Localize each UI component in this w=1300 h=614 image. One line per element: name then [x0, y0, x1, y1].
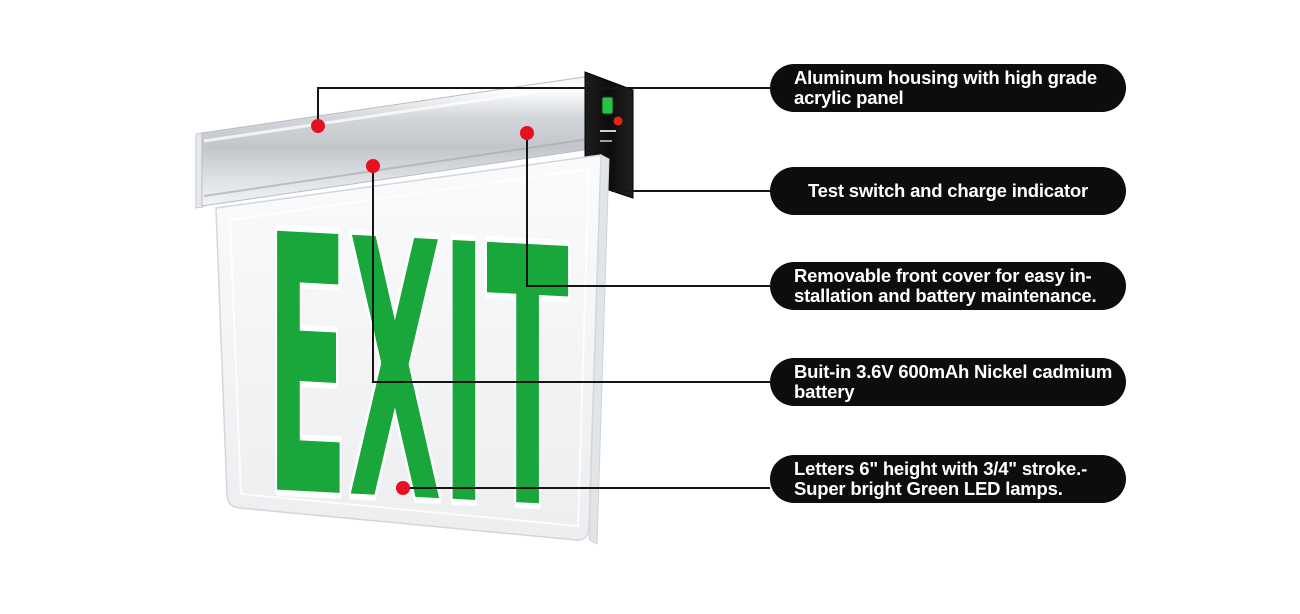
- callout-text-line: acrylic panel: [794, 87, 904, 108]
- callout-line-battery: [372, 166, 770, 383]
- panel-inner-bevel: [228, 167, 591, 528]
- callout-dot-front-cover: [520, 126, 534, 140]
- callout-pill-test-switch: Test switch and charge indicator: [770, 167, 1126, 215]
- housing-end-face: [195, 132, 204, 209]
- callout-text-line: Super bright Green LED lamps.: [794, 478, 1063, 499]
- callout-pill-letters: Letters 6" height with 3/4" stroke.- Sup…: [770, 455, 1126, 503]
- callout-text-line: battery: [794, 381, 855, 402]
- callout-line-front-cover: [526, 133, 770, 287]
- callout-text-line: stallation and battery maintenance.: [794, 285, 1097, 306]
- callout-text-line: Buit-in 3.6V 600mAh Nickel cadmium: [794, 361, 1113, 382]
- callout-pill-front-cover: Removable front cover for easy in- stall…: [770, 262, 1126, 310]
- callout-dot-housing: [311, 119, 325, 133]
- charge-indicator-led: [613, 116, 623, 126]
- callout-line-housing: [317, 87, 770, 126]
- acrylic-panel: [215, 154, 602, 541]
- cap-label-mark-1: [600, 130, 616, 132]
- callout-text-line: Removable front cover for easy in-: [794, 265, 1092, 286]
- callout-dot-letters: [396, 481, 410, 495]
- callout-pill-battery: Buit-in 3.6V 600mAh Nickel cadmium batte…: [770, 358, 1126, 406]
- callout-text-line: Test switch and charge indicator: [807, 180, 1089, 201]
- callout-text-line: Aluminum housing with high grade: [794, 67, 1097, 88]
- cap-label-mark-2: [600, 140, 612, 142]
- housing-highlight: [203, 82, 590, 143]
- callout-text-line: Letters 6" height with 3/4" stroke.-: [794, 458, 1088, 479]
- housing-groove: [203, 138, 590, 197]
- exit-letters: EXIT: [266, 160, 569, 590]
- test-switch-button: [601, 96, 614, 115]
- callout-pill-housing: Aluminum housing with high grade acrylic…: [770, 64, 1126, 112]
- callout-dot-battery: [366, 159, 380, 173]
